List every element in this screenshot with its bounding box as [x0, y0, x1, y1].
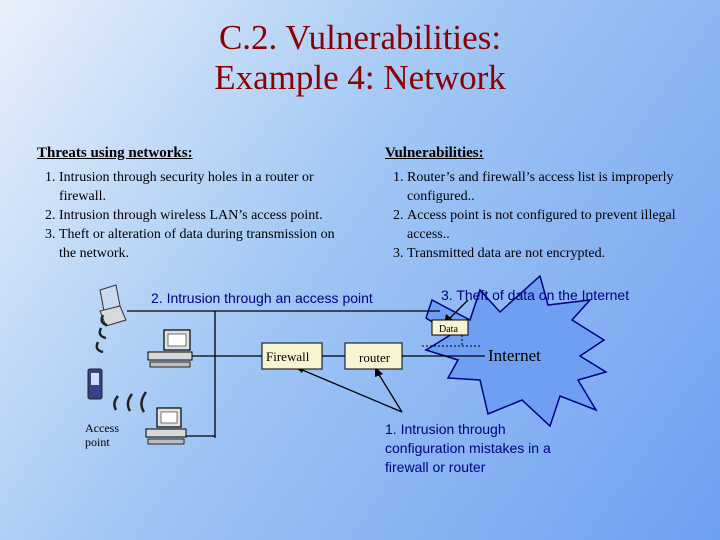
annotation-config-mistakes: firewall or router [385, 459, 486, 475]
title-line-2: Example 4: Network [214, 58, 506, 97]
handheld-device-icon [87, 368, 103, 400]
annotation-config-mistakes: configuration mistakes in a [385, 440, 551, 456]
slide-title: C.2. Vulnerabilities: Example 4: Network [0, 18, 720, 98]
vulnerability-item: Transmitted data are not encrypted. [407, 244, 685, 263]
vulnerabilities-heading: Vulnerabilities: [385, 145, 484, 161]
laptop-icon [99, 284, 127, 327]
wireless-signal-icon [95, 314, 108, 354]
router-box [344, 342, 403, 370]
arrow-config-to-router [375, 367, 403, 413]
threat-item: Theft or alteration of data during trans… [59, 225, 337, 263]
threats-section: Threats using networks: Intrusion throug… [37, 145, 337, 263]
desktop-computer-icon [145, 407, 187, 445]
annotation-access-point-intrusion: 2. Intrusion through an access point [151, 290, 373, 306]
data-label: Data [439, 324, 458, 335]
annotation-theft-internet: 3. Theft of data on the Internet [441, 287, 629, 303]
desktop-computer-icon [147, 329, 193, 368]
vulnerabilities-list: Router’s and firewall’s access list is i… [385, 168, 685, 263]
title-line-1: C.2. Vulnerabilities: [218, 18, 502, 57]
firewall-label: Firewall [266, 349, 310, 364]
vulnerability-item: Access point is not configured to preven… [407, 206, 685, 244]
internet-burst-shape [424, 274, 608, 428]
wireless-signal-icon [113, 391, 148, 413]
data-box [431, 319, 469, 336]
threats-heading: Threats using networks: [37, 145, 193, 161]
access-point-label: point [85, 435, 110, 449]
internet-label: Internet [488, 346, 541, 365]
threat-item: Intrusion through security holes in a ro… [59, 168, 337, 206]
access-point-label: Access [85, 421, 119, 435]
annotation-config-mistakes: 1. Intrusion through [385, 421, 506, 437]
firewall-box [261, 342, 323, 370]
threats-list: Intrusion through security holes in a ro… [37, 168, 337, 263]
threat-item: Intrusion through wireless LAN’s access … [59, 206, 337, 225]
vulnerability-item: Router’s and firewall’s access list is i… [407, 168, 685, 206]
arrow-config-to-firewall [294, 365, 403, 413]
router-label: router [359, 350, 391, 365]
vulnerabilities-section: Vulnerabilities: Router’s and firewall’s… [385, 145, 685, 263]
